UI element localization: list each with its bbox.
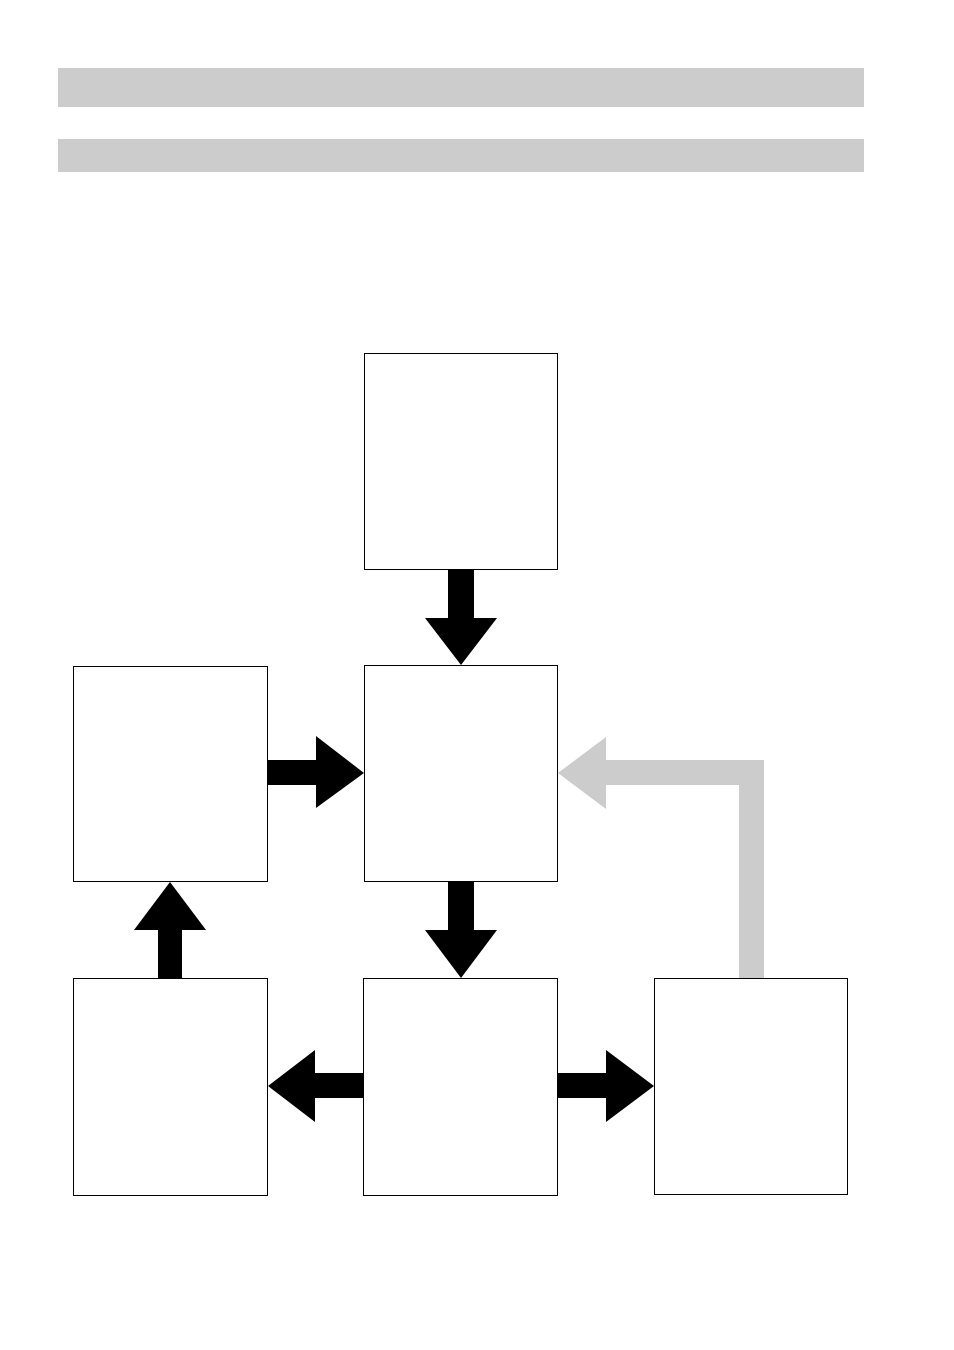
- arrow-bottom-center-to-bottom-right: [558, 1050, 654, 1122]
- box-bottom-left: [73, 978, 268, 1196]
- arrow-center-to-bottom-center: [425, 882, 497, 978]
- subheader-bar: [58, 139, 864, 172]
- arrow-bottom-left-to-left: [134, 882, 206, 978]
- header-bar: [58, 68, 864, 107]
- box-bottom-center: [363, 978, 558, 1196]
- arrow-bottom-right-to-center-feedback: [558, 737, 764, 978]
- arrow-left-to-center: [268, 736, 364, 808]
- box-center: [364, 665, 558, 882]
- box-top: [364, 353, 558, 570]
- arrow-top-to-center: [425, 570, 497, 665]
- box-bottom-right: [654, 978, 848, 1195]
- arrow-bottom-center-to-bottom-left: [268, 1050, 363, 1122]
- box-left: [73, 666, 268, 882]
